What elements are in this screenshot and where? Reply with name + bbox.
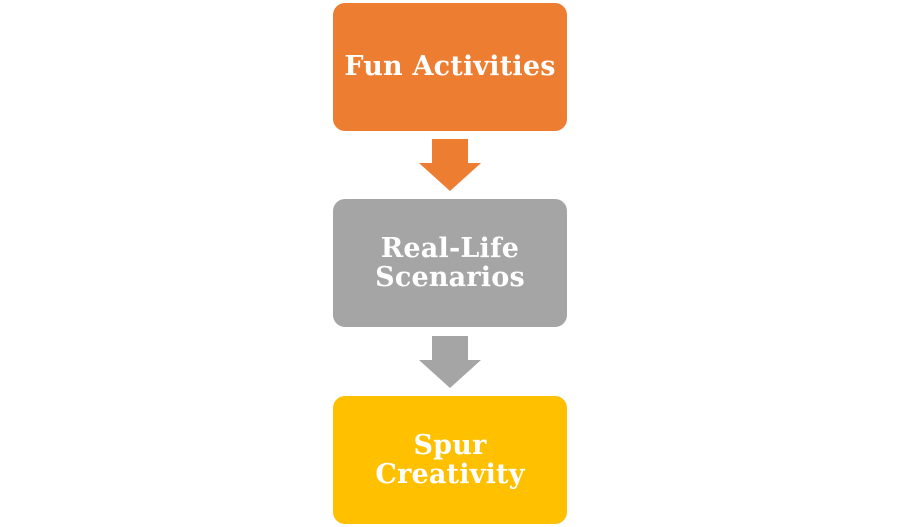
flow-node-fun-activities: Fun Activities — [333, 3, 567, 131]
down-arrow-shape — [419, 336, 481, 388]
flow-node-real-life-scenarios: Real-Life Scenarios — [333, 199, 567, 327]
node-label: Fun Activities — [344, 51, 556, 83]
flow-node-spur-creativity: Spur Creativity — [333, 396, 567, 524]
down-arrow-icon — [419, 139, 481, 191]
down-arrow-icon — [419, 336, 481, 388]
node-label: Real-Life Scenarios — [375, 232, 525, 293]
node-label: Spur Creativity — [375, 429, 525, 490]
down-arrow-shape — [419, 139, 481, 191]
